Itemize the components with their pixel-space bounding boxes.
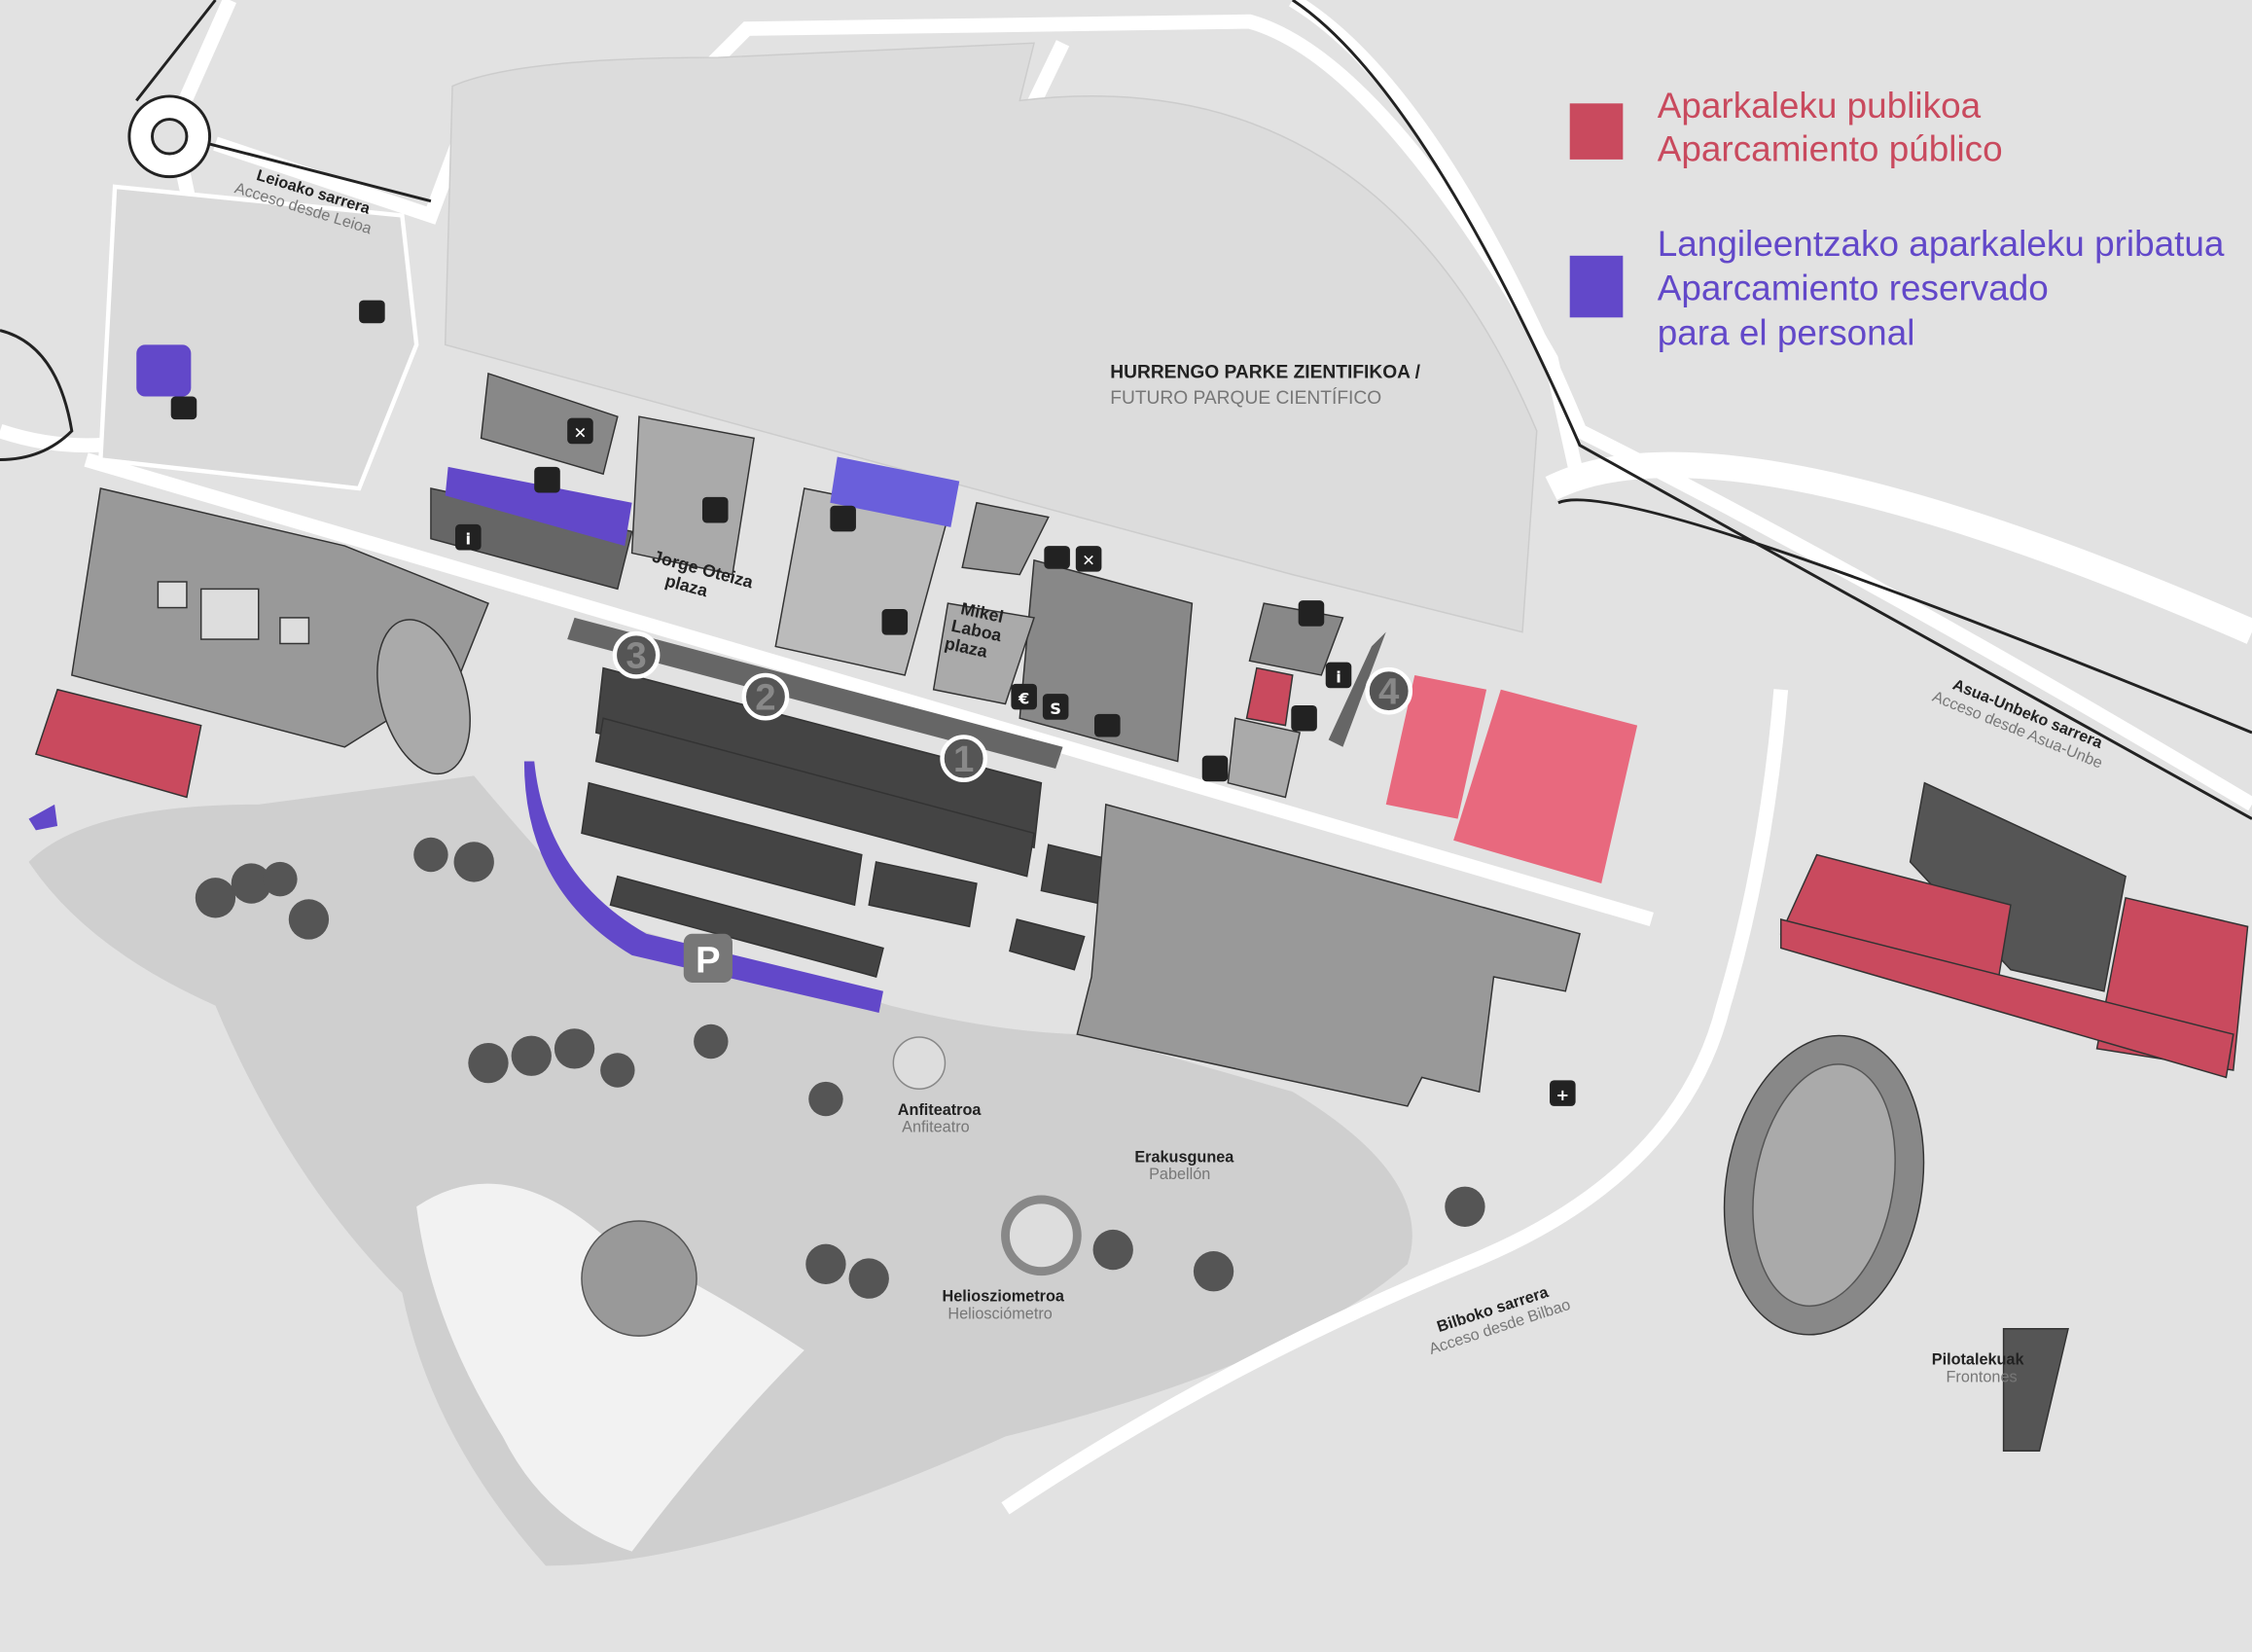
pavilion-label: Erakusgunea (1134, 1149, 1234, 1167)
restaurant-icon[interactable]: ✕ (567, 417, 593, 445)
buildings (70, 372, 2127, 1453)
legend-public-eu: Aparkaleku publikoa (1658, 86, 1982, 126)
svg-text:✕: ✕ (574, 423, 588, 442)
escalator-icon[interactable] (534, 466, 1325, 782)
legend-staff-eu: Langileentzako aparkaleku pribatua (1658, 224, 2225, 264)
marker-1[interactable]: 1 (940, 735, 988, 782)
heliometer-label: Heliosziometroa (943, 1288, 1065, 1306)
svg-text:S: S (1050, 700, 1061, 718)
svg-text:i: i (466, 530, 472, 549)
legend-swatch-staff (1569, 255, 1624, 318)
amphitheatre-label: Anfiteatroa (898, 1101, 983, 1119)
amphitheatre-sublabel: Anfiteatro (902, 1118, 969, 1135)
public-parking-areas (34, 666, 2249, 1079)
svg-text:+: + (1556, 1086, 1570, 1104)
svg-text:✕: ✕ (1082, 552, 1095, 570)
pavilion-sublabel: Pabellón (1149, 1166, 1210, 1183)
legend: Aparkaleku publikoa Aparcamiento público… (1569, 86, 2225, 352)
svg-text:€: € (1018, 689, 1029, 707)
marker-3[interactable]: 3 (612, 630, 661, 679)
library-icon[interactable] (1094, 713, 1121, 737)
svg-text:1: 1 (953, 738, 974, 780)
svg-text:P: P (696, 940, 721, 982)
public-parking-light (1385, 674, 1638, 884)
svg-text:i: i (1336, 667, 1341, 686)
park-area (28, 775, 1412, 1566)
cafe-icon[interactable] (170, 300, 1070, 569)
legend-swatch-public (1569, 103, 1624, 160)
marker-4[interactable]: 4 (1365, 666, 1413, 715)
svg-text:3: 3 (626, 635, 646, 677)
legend-public-es: Aparcamiento público (1658, 128, 2003, 168)
future-park-area (444, 42, 1538, 633)
info-icon[interactable]: i (1325, 662, 1352, 689)
shop-icon[interactable]: S (1042, 694, 1069, 720)
trees (195, 837, 1485, 1299)
first-aid-icon[interactable]: + (1550, 1080, 1576, 1106)
info-icon[interactable]: i (455, 523, 482, 551)
parking-marker[interactable]: P (683, 933, 733, 983)
svg-text:2: 2 (755, 676, 775, 718)
restaurant-icon[interactable]: ✕ (1075, 546, 1102, 572)
fountain-dome (581, 1220, 697, 1337)
legend-staff-es-2: para el personal (1658, 312, 1915, 352)
fronton-sublabel: Frontones (1947, 1368, 2018, 1385)
future-park-sublabel: FUTURO PARQUE CIENTÍFICO (1110, 388, 1381, 409)
future-park-label: HURRENGO PARKE ZIENTIFIKOA / (1110, 362, 1420, 382)
legend-staff-es: Aparcamiento reservado (1658, 269, 2049, 308)
heliometer-sublabel: Heliosciómetro (947, 1305, 1052, 1322)
euro-icon[interactable]: € (1011, 683, 1037, 710)
plaza-light (416, 1183, 804, 1552)
crosswalk (567, 617, 1063, 769)
marker-2[interactable]: 2 (741, 672, 790, 721)
fronton-label: Pilotalekuak (1932, 1351, 2025, 1369)
svg-text:4: 4 (1378, 670, 1400, 712)
accessible-icon[interactable] (701, 496, 1317, 732)
